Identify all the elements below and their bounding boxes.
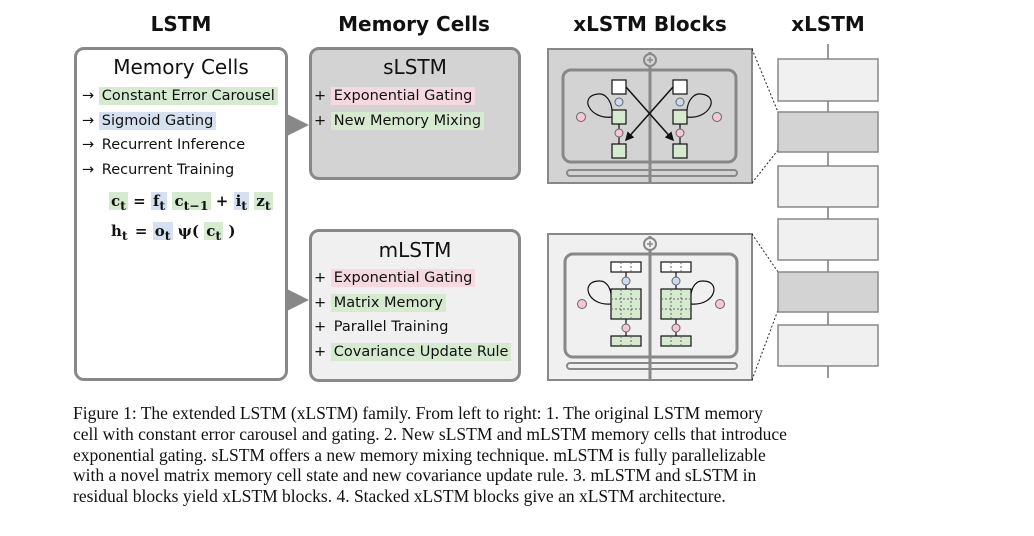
mlstm-feature-list: + Exponential Gating+ Matrix Memory+ Par… <box>314 266 512 365</box>
column-title-xlstm-blocks: xLSTM Blocks <box>573 12 727 36</box>
slstm-panel-title: sLSTM <box>383 55 447 79</box>
caption-line: exponential gating. sLSTM offers a new m… <box>73 444 766 465</box>
feature-item: + New Memory Mixing <box>314 109 485 134</box>
feature-item: → Recurrent Inference <box>82 133 278 158</box>
feature-item: + Covariance Update Rule <box>314 340 512 365</box>
feature-label: Sigmoid Gating <box>98 111 217 130</box>
feature-label: Parallel Training <box>333 319 449 335</box>
feature-bullet: + <box>314 270 331 286</box>
feature-bullet: → <box>82 112 99 129</box>
feature-bullet: + <box>314 88 331 104</box>
feature-label: Covariance Update Rule <box>330 342 512 361</box>
feature-item: → Constant Error Carousel <box>82 84 278 109</box>
feature-item: + Parallel Training <box>314 315 511 340</box>
caption-line: with a novel matrix memory cell state an… <box>73 465 757 486</box>
feature-label: Recurrent Inference <box>101 137 246 153</box>
feature-label: Exponential Gating <box>330 269 476 287</box>
feature-label: Matrix Memory <box>330 293 446 312</box>
xlstm-stack <box>777 44 879 378</box>
lstm-panel-title: Memory Cells <box>113 55 249 79</box>
column-title-lstm: LSTM <box>150 12 212 36</box>
feature-item: + Matrix Memory <box>314 291 511 316</box>
mlstm-block-diagram <box>547 233 753 381</box>
feature-item: + Exponential Gating <box>314 266 511 291</box>
zoom-lines <box>751 48 779 381</box>
slstm-feature-list: + Exponential Gating+ New Memory Mixing <box>314 84 485 134</box>
caption-line: cell with constant error carousel and ga… <box>73 423 787 444</box>
feature-bullet: + <box>314 112 331 129</box>
feature-bullet: + <box>314 294 331 311</box>
feature-label: Recurrent Training <box>101 161 235 178</box>
feature-bullet: + <box>314 319 331 335</box>
feature-bullet: + <box>314 343 331 360</box>
figure-caption: Figure 1: The extended LSTM (xLSTM) fami… <box>73 403 953 507</box>
caption-line: residual blocks yield xLSTM blocks. 4. S… <box>73 486 726 507</box>
hidden-state-equation: ht = ot ψ( ct ) <box>111 222 236 243</box>
feature-bullet: → <box>82 88 99 104</box>
column-title-xlstm: xLSTM <box>791 12 865 36</box>
slstm-block-diagram <box>547 48 753 184</box>
cell-state-equation: ct = ft ct−1 + it zt <box>109 192 273 213</box>
feature-item: → Sigmoid Gating <box>82 109 278 134</box>
feature-label: Exponential Gating <box>330 87 476 105</box>
feature-label: New Memory Mixing <box>330 111 485 130</box>
feature-item: → Recurrent Training <box>82 158 278 183</box>
feature-label: Constant Error Carousel <box>98 87 278 105</box>
column-title-memory-cells: Memory Cells <box>338 12 490 36</box>
mlstm-panel-title: mLSTM <box>378 238 452 262</box>
caption-line: Figure 1: The extended LSTM (xLSTM) fami… <box>73 403 763 423</box>
feature-bullet: → <box>82 161 99 178</box>
feature-bullet: → <box>82 137 99 153</box>
lstm-feature-list: → Constant Error Carousel→ Sigmoid Gatin… <box>82 84 278 182</box>
feature-item: + Exponential Gating <box>314 84 484 109</box>
